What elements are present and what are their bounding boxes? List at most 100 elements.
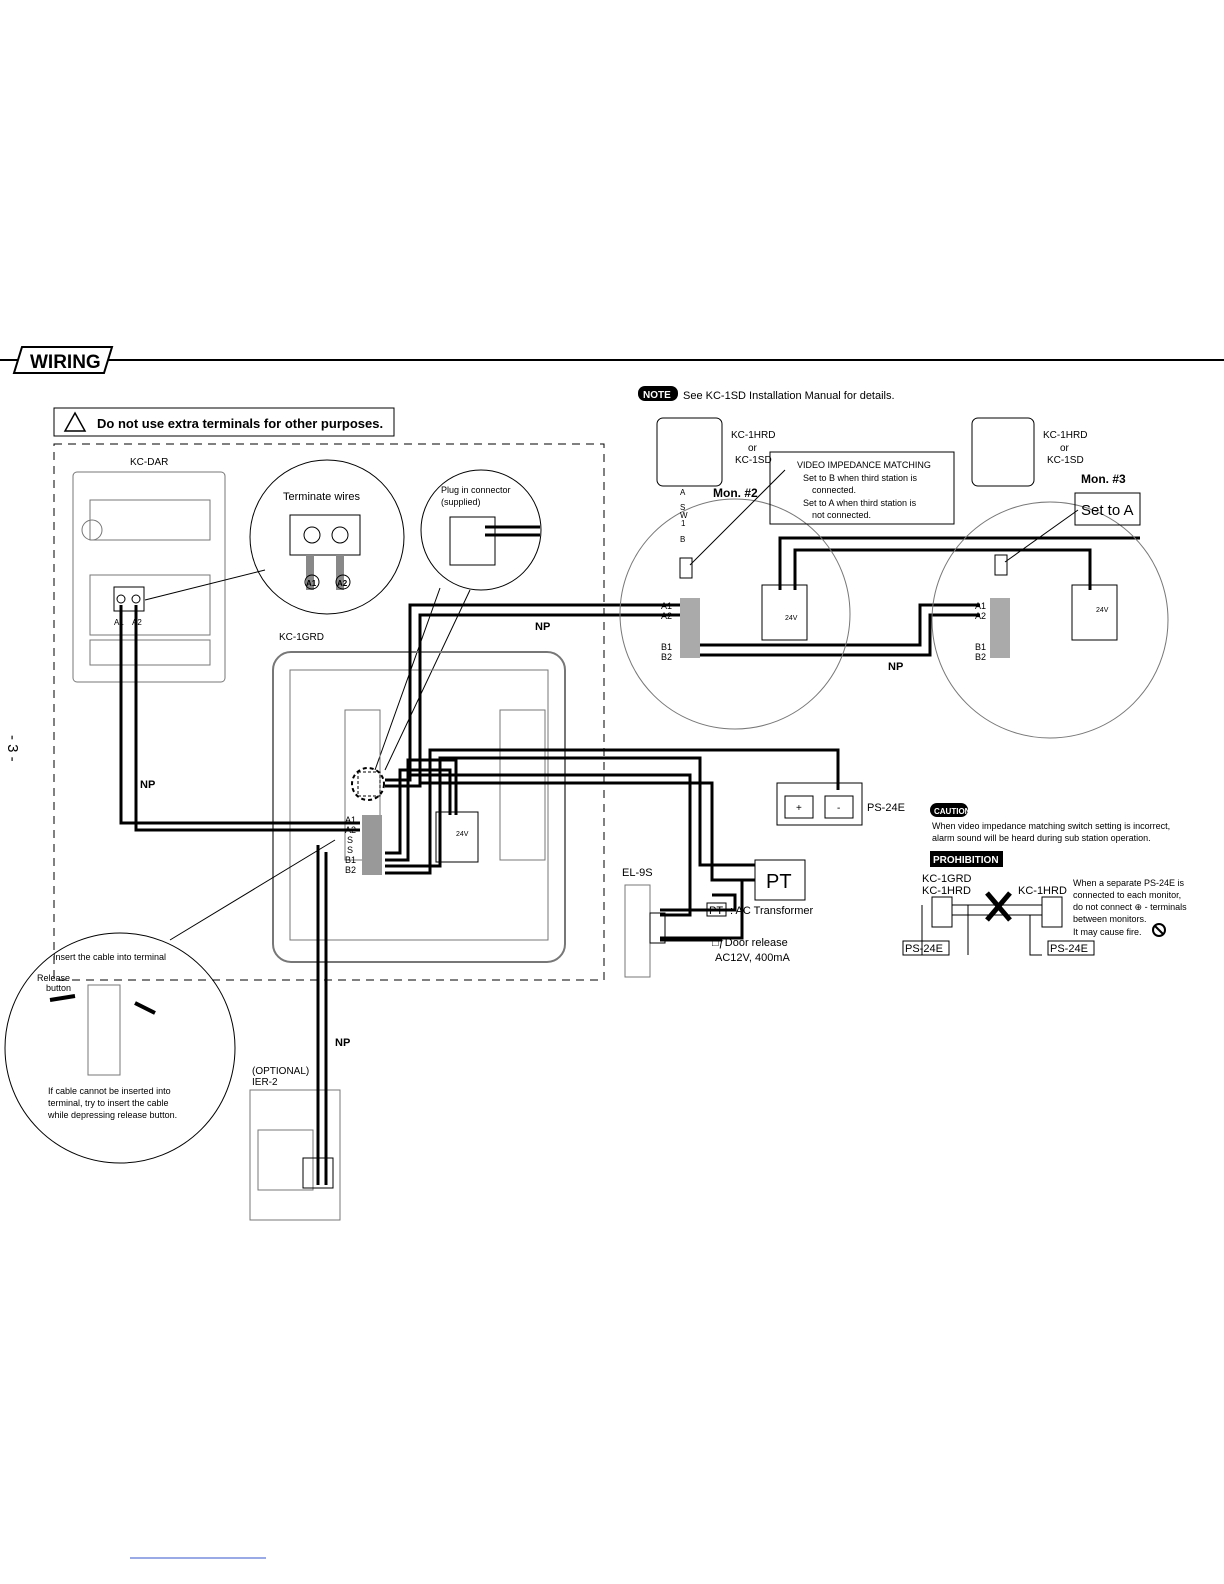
svg-text:between monitors.: between monitors.	[1073, 914, 1147, 924]
svg-text:□ƒDoor release: □ƒDoor release	[712, 937, 788, 949]
svg-text:PS-24E: PS-24E	[867, 802, 905, 814]
svg-text:KC-1GRD: KC-1GRD	[922, 873, 972, 885]
np-label: NP	[335, 1037, 350, 1049]
svg-text:do not connect ⊕ - terminals: do not connect ⊕ - terminals	[1073, 902, 1187, 912]
svg-text:S: S	[347, 845, 353, 855]
svg-text:NOTE: NOTE	[643, 390, 671, 401]
warning-text: Do not use extra terminals for other pur…	[97, 416, 383, 431]
caution-note: CAUTION When video impedance matching sw…	[930, 803, 1170, 843]
svg-text:B: B	[680, 535, 685, 544]
svg-text:KC-1HRD: KC-1HRD	[731, 430, 775, 441]
section-title: WIRING	[30, 352, 101, 373]
svg-text:-: -	[837, 803, 840, 814]
warning-icon	[63, 411, 87, 432]
wires	[119, 536, 1140, 1185]
kc-dar-label: KC-DAR	[130, 457, 168, 468]
svg-text:(OPTIONAL): (OPTIONAL)	[252, 1066, 309, 1077]
cross-icon	[985, 891, 1012, 922]
svg-text:Release: Release	[37, 973, 70, 983]
svg-text:A1: A1	[661, 601, 672, 611]
svg-text:Insert the cable into terminal: Insert the cable into terminal	[53, 952, 166, 962]
svg-text:24V: 24V	[456, 831, 469, 838]
svg-text:Mon. #2: Mon. #2	[713, 486, 758, 500]
svg-text:B2: B2	[975, 652, 986, 662]
svg-text:A1: A1	[306, 579, 317, 588]
svg-text:Set to A when third station is: Set to A when third station is	[803, 498, 917, 508]
prohibition-note: PROHIBITION KC-1GRD KC-1HRD KC-1HRD PS-2…	[902, 851, 1187, 956]
svg-text:terminal, try to insert the ca: terminal, try to insert the cable	[48, 1098, 169, 1108]
svg-text:or: or	[748, 443, 758, 454]
page-number: - 3 -	[4, 735, 21, 762]
np-label: NP	[140, 779, 155, 791]
svg-text:S: S	[347, 835, 353, 845]
svg-text:B2: B2	[661, 652, 672, 662]
kc-dar-unit: KC-DAR A1 A2	[72, 457, 226, 683]
svg-text:Set to A: Set to A	[1081, 502, 1134, 519]
svg-text:while depressing release butto: while depressing release button.	[47, 1110, 177, 1120]
svg-text:PT: PT	[709, 905, 723, 917]
np-label: NP	[535, 621, 550, 633]
svg-text:connected.: connected.	[812, 485, 856, 495]
svg-text:AC12V, 400mA: AC12V, 400mA	[715, 952, 790, 964]
svg-text:PS-24E: PS-24E	[1050, 943, 1088, 955]
svg-text:KC-1HRD: KC-1HRD	[1018, 885, 1067, 897]
np-label: NP	[888, 661, 903, 673]
monitor-3: KC-1HRD or KC-1SD Mon. #3 Set to A A1 A2…	[931, 417, 1169, 739]
svg-text:KC-1GRD: KC-1GRD	[279, 632, 324, 643]
svg-text:It may cause fire.: It may cause fire.	[1073, 927, 1142, 937]
svg-text:A2: A2	[975, 611, 986, 621]
warning-box: Do not use extra terminals for other pur…	[53, 407, 395, 437]
svg-text:KC-1SD: KC-1SD	[1047, 455, 1084, 466]
svg-text:S: S	[680, 503, 685, 512]
svg-text:PT: PT	[766, 871, 792, 893]
ps-24e-unit: + - PS-24E	[776, 782, 905, 826]
terminate-wires-callout: Terminate wires A1 A2	[144, 459, 405, 615]
impedance-note-box: VIDEO IMPEDANCE MATCHING Set to B when t…	[689, 451, 955, 566]
svg-text:24V: 24V	[785, 615, 798, 622]
svg-text:Plug in connector: Plug in connector	[441, 485, 511, 495]
section-header: WIRING	[0, 346, 1224, 374]
transformer-and-door-release: PT EL-9S PT : AC Transformer □ƒDoor rele…	[622, 859, 813, 978]
svg-text:A1: A1	[114, 618, 124, 627]
ier-2-unit: (OPTIONAL) IER-2	[249, 1066, 341, 1221]
svg-text:PS-24E: PS-24E	[905, 943, 943, 955]
svg-text:1: 1	[681, 519, 686, 528]
svg-text:A1: A1	[975, 601, 986, 611]
svg-text:When video impedance matching: When video impedance matching switch set…	[932, 821, 1170, 831]
svg-text:button: button	[46, 983, 71, 993]
svg-text:A2: A2	[337, 579, 348, 588]
svg-text:W: W	[680, 511, 688, 520]
svg-text:B1: B1	[345, 855, 356, 865]
svg-text:: AC Transformer: : AC Transformer	[730, 905, 813, 917]
svg-text:connected to each monitor,: connected to each monitor,	[1073, 890, 1181, 900]
svg-text:A2: A2	[661, 611, 672, 621]
svg-text:A1: A1	[345, 815, 356, 825]
svg-text:not connected.: not connected.	[812, 510, 871, 520]
svg-text:alarm sound will be heard duri: alarm sound will be heard during sub sta…	[932, 833, 1151, 843]
svg-text:Mon. #3: Mon. #3	[1081, 472, 1126, 486]
plug-in-connector-callout: Plug in connector (supplied)	[374, 469, 542, 771]
svg-text:VIDEO IMPEDANCE MATCHING: VIDEO IMPEDANCE MATCHING	[797, 460, 931, 470]
note: NOTE See KC-1SD Installation Manual for …	[638, 386, 895, 402]
svg-text:KC-1SD: KC-1SD	[735, 455, 772, 466]
svg-text:24V: 24V	[1096, 607, 1109, 614]
svg-text:IER-2: IER-2	[252, 1077, 278, 1088]
svg-text:When a separate PS-24E is: When a separate PS-24E is	[1073, 878, 1185, 888]
svg-text:If cable cannot be inserted in: If cable cannot be inserted into	[48, 1086, 171, 1096]
svg-text:A: A	[680, 488, 686, 497]
no-entry-icon	[1152, 923, 1166, 937]
svg-text:KC-1HRD: KC-1HRD	[1043, 430, 1087, 441]
svg-text:KC-1HRD: KC-1HRD	[922, 885, 971, 897]
svg-text:Terminate wires: Terminate wires	[283, 491, 361, 503]
master-station-area	[53, 443, 605, 981]
svg-text:PROHIBITION: PROHIBITION	[933, 855, 999, 866]
svg-text:B1: B1	[975, 642, 986, 652]
svg-text:B2: B2	[345, 865, 356, 875]
svg-text:Set to B when third station is: Set to B when third station is	[803, 473, 918, 483]
svg-text:or: or	[1060, 443, 1070, 454]
svg-text:(supplied): (supplied)	[441, 497, 481, 507]
svg-text:See KC-1SD Installation Manual: See KC-1SD Installation Manual for detai…	[683, 390, 895, 402]
svg-text:+: +	[796, 803, 802, 814]
svg-text:EL-9S: EL-9S	[622, 867, 653, 879]
